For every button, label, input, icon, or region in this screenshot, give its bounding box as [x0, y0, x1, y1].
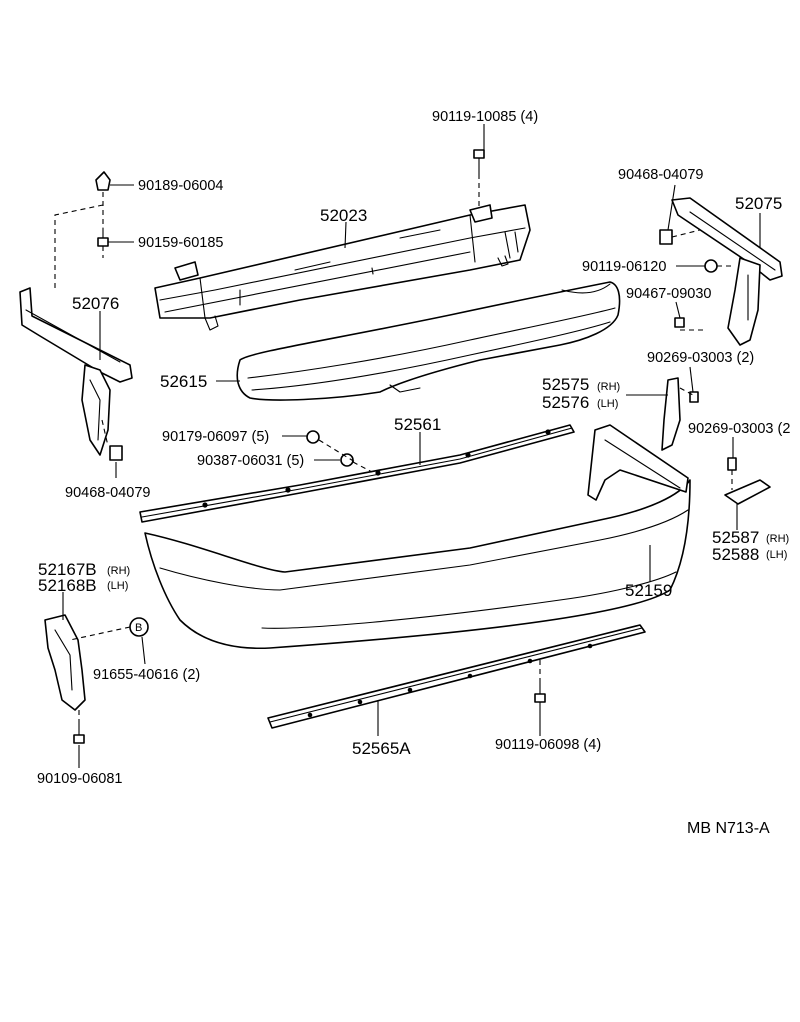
rivet-90269-03003-b	[727, 457, 737, 471]
assembly-lines	[54, 174, 735, 722]
label-52587: 52587	[712, 528, 759, 547]
label-52575-rh: (RH)	[597, 381, 620, 393]
retainer-52587-52588	[724, 479, 771, 505]
label-52565a: 52565A	[352, 739, 411, 758]
nut-90179-06097	[306, 430, 320, 444]
label-90189-06004: 90189-06004	[138, 178, 223, 194]
clip-90189-06004	[95, 171, 111, 191]
bolt-90159-60185	[97, 227, 109, 247]
label-52575: 52575	[542, 375, 589, 394]
label-52159: 52159	[625, 581, 672, 600]
bumper-cover-52159	[144, 424, 691, 650]
nut-90468-04079-right	[659, 229, 673, 245]
label-90119-06098: 90119-06098 (4)	[495, 737, 601, 753]
bolt-90109-06081	[73, 721, 85, 744]
energy-absorber-52615	[236, 281, 621, 401]
label-90109-06081: 90109-06081	[37, 771, 122, 787]
bumper-reinforcement-52023	[154, 204, 531, 331]
label-52075: 52075	[735, 194, 782, 213]
label-90269-03003-a: 90269-03003 (2)	[647, 350, 754, 366]
label-52576-lh: (LH)	[597, 398, 618, 410]
screw-90467-09030	[674, 317, 685, 328]
grommet-91655-40616: B	[129, 617, 149, 637]
label-90269-03003-b: 90269-03003 (2	[688, 421, 790, 437]
label-52023: 52023	[320, 206, 367, 225]
label-90119-06120: 90119-06120	[582, 259, 666, 275]
bracket-52076	[19, 287, 133, 456]
leader-lines	[62, 124, 761, 768]
diagram-reference-code: MB N713-A	[687, 820, 770, 837]
reinforcement-52565a	[267, 624, 646, 729]
bracket-52075	[671, 197, 783, 346]
label-90468-04079-right: 90468-04079	[618, 167, 703, 183]
label-90387-06031: 90387-06031 (5)	[197, 453, 304, 469]
nut-90468-04079-left	[109, 445, 123, 461]
label-52167b: 52167B	[38, 560, 97, 579]
label-52615: 52615	[160, 372, 207, 391]
bolt-90119-06098	[534, 679, 546, 703]
bolt-90119-06120	[704, 259, 718, 273]
label-52561: 52561	[394, 415, 441, 434]
label-91655-40616: 91655-40616 (2)	[93, 667, 200, 683]
label-52076: 52076	[72, 294, 119, 313]
label-90467-09030: 90467-09030	[626, 286, 711, 302]
label-52168b: 52168B	[38, 576, 97, 595]
label-90159-60185: 90159-60185	[138, 235, 223, 251]
label-52587-rh: (RH)	[766, 533, 789, 545]
label-52588: 52588	[712, 545, 759, 564]
label-90179-06097: 90179-06097 (5)	[162, 429, 269, 445]
moulding-52561	[139, 424, 575, 523]
label-52588-lh: (LH)	[766, 549, 787, 561]
support-52167b	[44, 614, 86, 711]
grommet-callout-letter: B	[135, 622, 142, 634]
label-52576: 52576	[542, 393, 589, 412]
side-52575-52576	[661, 377, 681, 451]
nut-90387-06031	[340, 453, 354, 467]
label-90119-10085: 90119-10085 (4)	[432, 109, 538, 125]
rivet-90269-03003-a	[689, 391, 699, 403]
bolt-90119-10085	[473, 149, 485, 175]
label-52167b-rh: (RH)	[107, 565, 130, 577]
label-52168b-lh: (LH)	[107, 580, 128, 592]
label-90468-04079-left: 90468-04079	[65, 485, 150, 501]
